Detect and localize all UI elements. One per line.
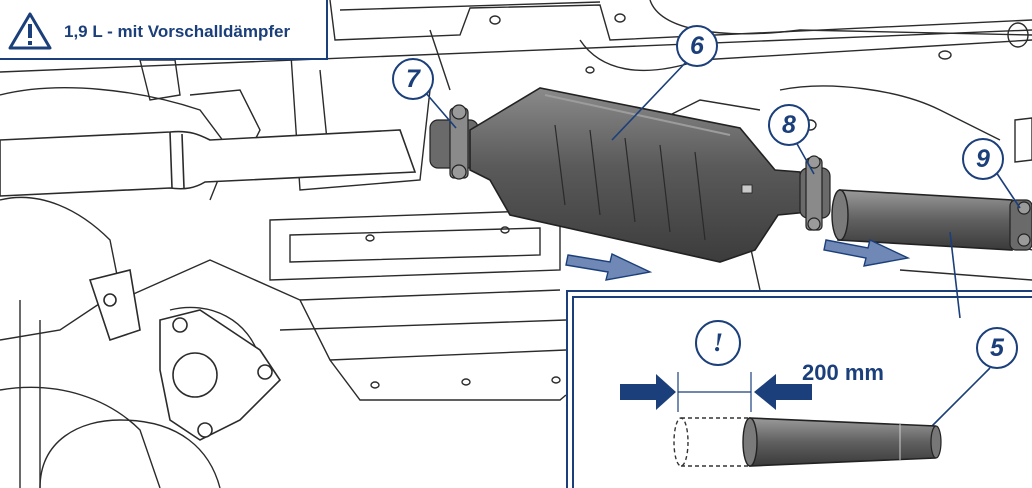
callout-6: 6: [676, 25, 718, 67]
cut-length-dimension: 200 mm: [802, 360, 884, 385]
direction-arrow-1: [565, 253, 653, 281]
leader-lines: [424, 59, 1021, 429]
note-symbol: !: [695, 320, 741, 366]
inset-frame-outer: [566, 290, 1032, 488]
inset-drawing: [620, 372, 942, 467]
catalytic-converter: [469, 87, 809, 263]
inset-frame: [572, 296, 1032, 488]
title-banner: 1,9 L - mit Vorschalldämpfer: [0, 0, 328, 60]
callout-5: 5: [976, 327, 1018, 369]
callout-7: 7: [392, 58, 434, 100]
clamp-8: [799, 155, 831, 231]
callout-9: 9: [962, 138, 1004, 180]
callout-8: 8: [768, 104, 810, 146]
direction-arrow-2: [823, 239, 911, 267]
clamp-9: [1009, 199, 1032, 251]
wheel-arch: [39, 419, 221, 488]
page-title: 1,9 L - mit Vorschalldämpfer: [64, 22, 291, 41]
warning-triangle-icon: [8, 12, 52, 50]
front-pipe: [0, 129, 417, 197]
intermediate-pipe: [831, 189, 1013, 251]
rear-pipe-stub: [1014, 117, 1032, 163]
exhaust-flange: [88, 269, 282, 441]
